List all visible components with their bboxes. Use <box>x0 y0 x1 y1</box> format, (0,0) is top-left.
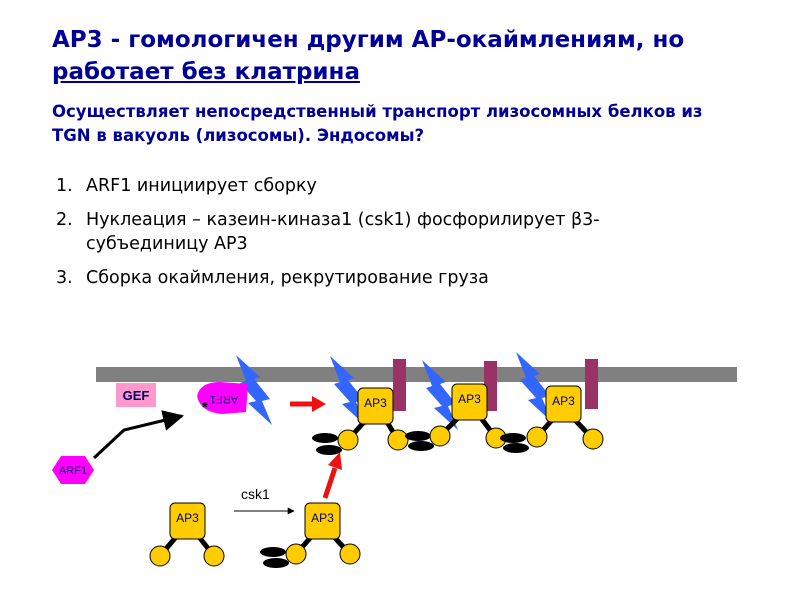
activation-arrow <box>92 410 185 460</box>
gef-label: GEF <box>123 388 150 403</box>
lightning-bolt <box>330 356 366 426</box>
subtitle-line-2: TGN в вакуоль (лизосомы). Эндосомы? <box>52 126 425 145</box>
lightning-bolt <box>236 355 272 425</box>
subtitle-line-1: Осуществляет непосредственный транспорт … <box>52 102 703 121</box>
arf1-active-label: ARF1 <box>210 393 238 405</box>
step-text: Сборка окаймления, рекрутирование груза <box>86 268 489 288</box>
ap3-body <box>304 502 341 540</box>
ap3-complex: AP3 <box>260 502 361 568</box>
recruitment-arrow <box>290 396 326 412</box>
arf1-active-shape <box>197 382 248 414</box>
recruitment-arrow <box>322 452 342 499</box>
phosphate-mark <box>405 431 431 441</box>
ap3-label: AP3 <box>364 396 387 410</box>
step-3: 3. Сборка окаймления, рекрутирование гру… <box>56 266 746 290</box>
title-line-1: AP3 - гомологичен другим АР-окаймлениям,… <box>52 27 685 53</box>
phosphate-mark <box>263 558 289 568</box>
ap3-body <box>169 502 206 540</box>
phosphate-mark <box>503 443 529 453</box>
ap3-complex: AP3 <box>312 387 409 455</box>
lightning-bolt <box>422 360 458 430</box>
ap3-ear <box>285 543 307 565</box>
step-number: 1. <box>56 176 73 196</box>
slide-subtitle: Осуществляет непосредственный транспорт … <box>52 100 752 148</box>
ap3-label: AP3 <box>311 511 334 525</box>
ap3-ear <box>429 425 451 447</box>
arf1-hexagon <box>52 456 94 484</box>
step-text: Нуклеация – казеин-киназа1 (csk1) фосфор… <box>86 210 600 230</box>
ap3-ear <box>203 545 225 567</box>
phosphate-mark <box>316 445 342 455</box>
lightning-bolt <box>516 352 552 422</box>
cargo-bar <box>393 359 406 411</box>
step-1: 1. ARF1 инициирует сборку <box>56 174 746 198</box>
ap3-ear <box>339 543 361 565</box>
ap3-complex: AP3 <box>405 383 507 451</box>
ap3-label: AP3 <box>552 394 575 408</box>
ap3-complex: AP3 <box>500 385 604 453</box>
ap3-ear <box>526 426 548 448</box>
step-number: 3. <box>56 268 73 288</box>
phosphate-mark <box>312 433 338 443</box>
ap3-label: AP3 <box>176 511 199 525</box>
title-line-2: работает без клатрина <box>52 59 360 85</box>
ap3-label: AP3 <box>458 392 481 406</box>
step-text-continued: субъединицу AP3 <box>86 234 248 254</box>
steps-list: 1. ARF1 инициирует сборку 2. Нуклеация –… <box>56 174 746 300</box>
membrane <box>96 367 737 382</box>
ap3-body <box>451 383 488 421</box>
slide-title: AP3 - гомологичен другим АР-окаймлениям,… <box>52 24 772 88</box>
ap3-ear <box>387 429 409 451</box>
kinase-label: csk1 <box>241 486 270 502</box>
phosphate-mark <box>500 433 526 443</box>
ap3-complex: AP3 <box>149 502 225 567</box>
arf1-active-marker: * <box>202 399 208 416</box>
ap3-body <box>545 385 582 423</box>
gef-box <box>116 383 156 407</box>
ap3-ear <box>582 428 604 450</box>
ap3-body <box>357 387 394 425</box>
step-number: 2. <box>56 210 73 230</box>
ap3-ear <box>337 429 359 451</box>
step-2: 2. Нуклеация – казеин-киназа1 (csk1) фос… <box>56 208 746 256</box>
ap3-ear <box>149 545 171 567</box>
phosphate-mark <box>408 441 434 451</box>
step-text: ARF1 инициирует сборку <box>86 176 317 196</box>
cargo-bar <box>585 359 598 409</box>
arf1-label: ARF1 <box>59 465 87 477</box>
phosphate-mark <box>260 547 286 557</box>
